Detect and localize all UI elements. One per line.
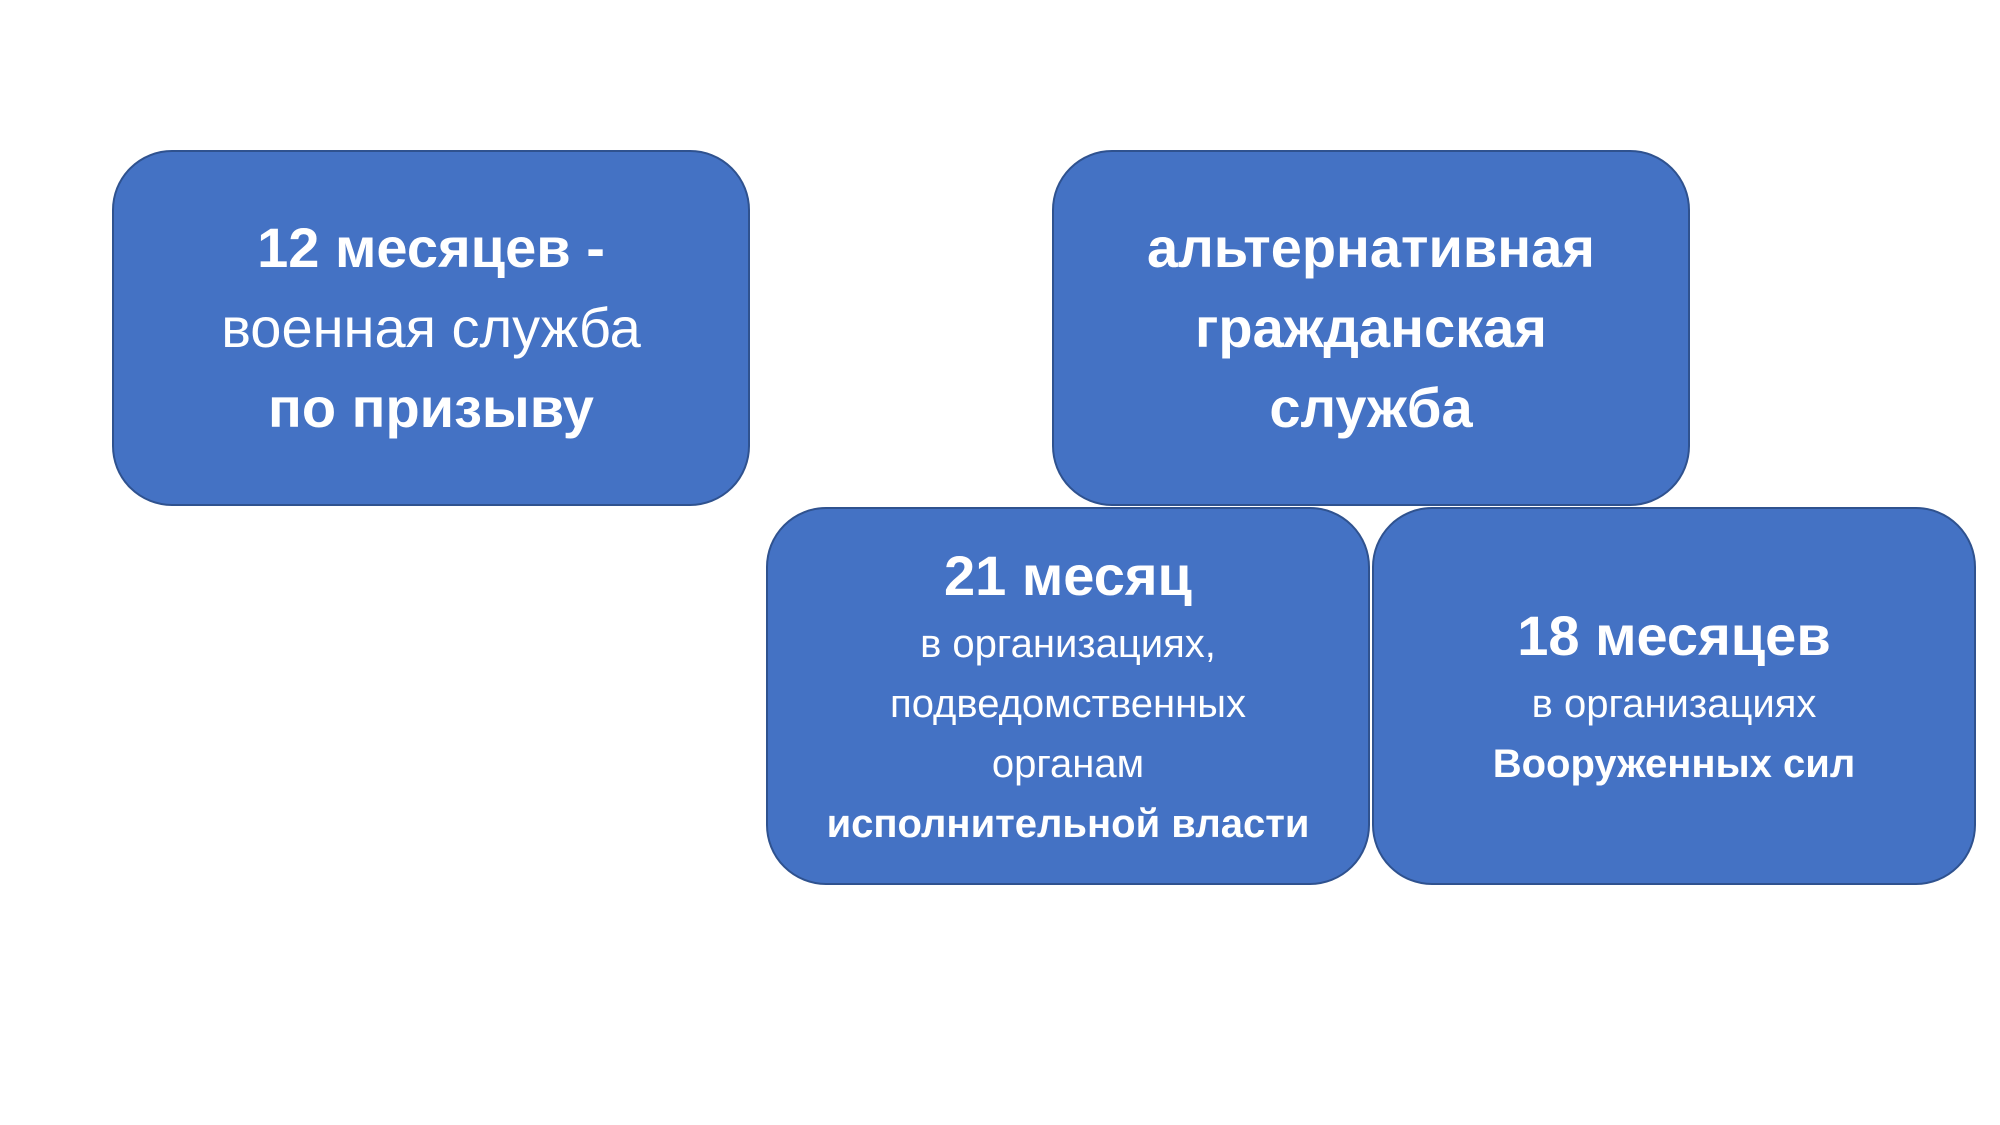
armed-line-2: Вооруженных сил [1492, 742, 1856, 786]
military-service-label: военная служба [221, 296, 641, 359]
military-service-box: 12 месяцев - военная служба по призыву [112, 150, 750, 506]
executive-organizations-box: 21 месяц в организациях, подведомственны… [766, 507, 1370, 885]
alternative-line-2: гражданская [1195, 296, 1547, 359]
alternative-line-3: служба [1269, 376, 1473, 439]
executive-line-4: исполнительной власти [826, 802, 1310, 846]
armed-duration: 18 месяцев [1517, 604, 1831, 667]
military-duration: 12 месяцев - [257, 216, 605, 279]
executive-duration: 21 месяц [944, 544, 1192, 607]
executive-line-2: подведомственных [890, 682, 1246, 726]
executive-line-3: органам [991, 742, 1145, 786]
executive-line-1: в организациях, [920, 622, 1216, 666]
alternative-service-box: альтернативная гражданская служба [1052, 150, 1690, 506]
alternative-line-1: альтернативная [1147, 216, 1595, 279]
armed-line-1: в организациях [1531, 682, 1817, 726]
armed-forces-organizations-box: 18 месяцев в организациях Вооруженных си… [1372, 507, 1976, 885]
military-conscription-label: по призыву [268, 376, 594, 439]
